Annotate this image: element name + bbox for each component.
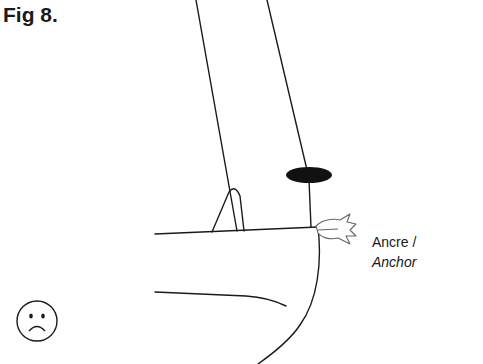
bow-line (258, 227, 319, 364)
anchor-symbol (316, 214, 356, 244)
forestay-line (196, 0, 237, 231)
sad-face-icon (17, 301, 57, 341)
cleat-fin (212, 189, 244, 232)
part-label-translation: Anchor (372, 254, 416, 270)
part-label: Ancre / (372, 234, 416, 250)
waterline (155, 292, 286, 306)
stay-line-lower (309, 180, 311, 227)
figure-title: Fig 8. (3, 3, 58, 27)
stay-line (267, 0, 307, 170)
deck-line (155, 227, 318, 234)
fender-disc (286, 167, 332, 183)
